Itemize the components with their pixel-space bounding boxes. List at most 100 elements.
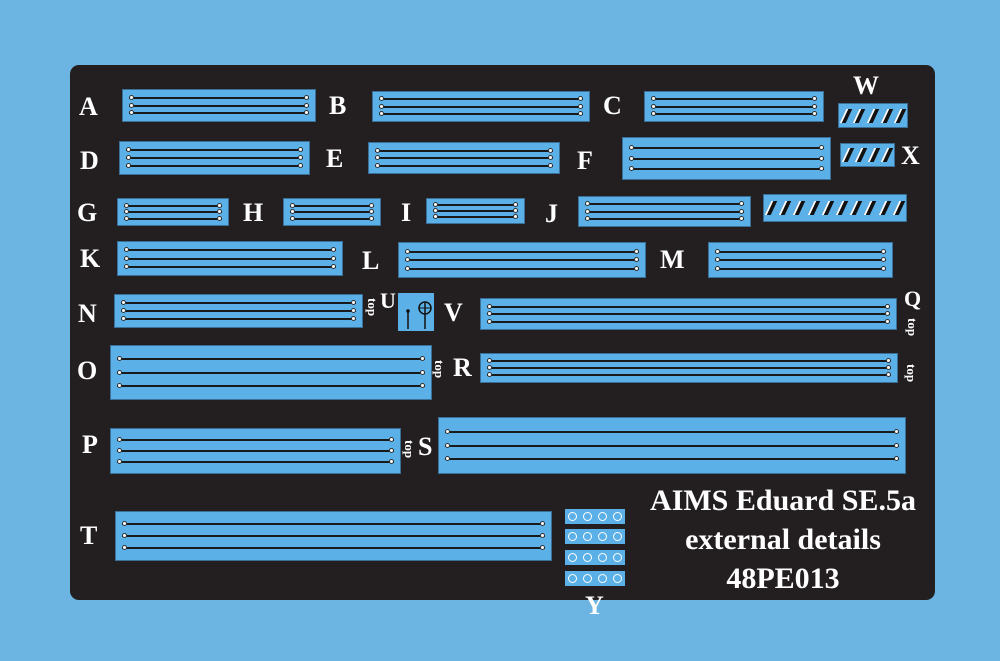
label-t: T	[80, 521, 98, 550]
wire-line	[290, 215, 374, 221]
top-mark-q: top	[905, 318, 920, 337]
label-x: X	[901, 141, 920, 170]
label-u: U	[380, 288, 396, 313]
wire-line	[405, 257, 639, 262]
wire-line	[585, 215, 744, 221]
label-d: D	[80, 146, 99, 175]
part-a	[122, 89, 316, 122]
wire-line	[629, 145, 824, 151]
part-l	[398, 242, 646, 278]
wire-line	[129, 94, 309, 100]
wire-line	[126, 155, 303, 160]
wire-line	[375, 147, 553, 153]
part-x	[840, 143, 895, 167]
gunsight-icon	[406, 301, 432, 329]
top-mark-o: top	[432, 360, 447, 379]
wire-line	[651, 103, 817, 109]
wire-line	[117, 448, 394, 453]
wire-line	[651, 110, 817, 116]
wire-line	[433, 214, 518, 219]
part-h	[283, 198, 381, 226]
wire-line	[487, 318, 890, 324]
label-l: L	[362, 246, 380, 275]
wire-line	[129, 110, 309, 116]
part-y-4	[565, 571, 625, 586]
part-r	[480, 353, 898, 383]
wire-line	[121, 316, 356, 321]
label-v: V	[444, 298, 463, 327]
part-j	[578, 196, 751, 227]
part-v	[480, 298, 897, 330]
wire-line	[585, 201, 744, 207]
part-o	[110, 345, 432, 400]
wire-line	[487, 303, 890, 309]
wire-line	[715, 257, 886, 262]
wire-line	[124, 247, 336, 253]
wire-line	[117, 369, 425, 375]
wire-line	[379, 103, 583, 109]
part-y-3	[565, 550, 625, 565]
wire-line	[445, 456, 899, 462]
wire-line	[715, 265, 886, 271]
part-k	[117, 241, 343, 276]
label-q: Q	[904, 286, 922, 311]
part-f	[622, 137, 831, 180]
wire-line	[405, 265, 639, 271]
part-s	[438, 417, 906, 474]
part-u	[398, 293, 434, 331]
part-w	[838, 103, 908, 128]
part-t	[115, 511, 552, 561]
wire-line	[375, 162, 553, 168]
label-e: E	[326, 144, 344, 173]
part-c	[644, 91, 824, 122]
wire-line	[124, 209, 222, 214]
wire-line	[126, 163, 303, 168]
part-e	[368, 142, 560, 174]
part-i	[426, 198, 525, 224]
wire-line	[124, 255, 336, 261]
wire-line	[651, 96, 817, 102]
label-s: S	[418, 432, 433, 461]
wire-line	[117, 437, 394, 442]
label-y: Y	[585, 591, 604, 620]
wire-line	[290, 209, 374, 214]
wire-line	[445, 442, 899, 448]
label-g: G	[77, 198, 98, 227]
fret-code: 48PE013	[726, 562, 840, 595]
label-f: F	[577, 146, 593, 175]
wire-line	[124, 263, 336, 269]
wire-line	[121, 300, 356, 305]
part-ratchet	[763, 194, 907, 222]
wire-line	[117, 382, 425, 388]
part-d	[119, 141, 310, 175]
wire-line	[117, 459, 394, 464]
part-p	[110, 428, 401, 474]
part-b	[372, 91, 590, 122]
wire-line	[122, 521, 545, 526]
wire-line	[585, 208, 744, 214]
wire-line	[433, 202, 518, 207]
wire-line	[379, 96, 583, 102]
label-k: K	[80, 244, 101, 273]
wire-line	[487, 311, 890, 316]
wire-line	[445, 428, 899, 434]
wire-line	[487, 365, 891, 370]
part-m	[708, 242, 893, 278]
wire-line	[375, 155, 553, 160]
top-mark-n: top	[365, 298, 380, 317]
part-n	[114, 294, 363, 328]
wire-line	[629, 155, 824, 161]
label-w: W	[853, 71, 879, 100]
label-p: P	[82, 430, 98, 459]
wire-line	[124, 202, 222, 208]
label-a: A	[79, 92, 98, 121]
label-i: I	[401, 198, 412, 227]
wire-line	[122, 533, 545, 538]
wire-line	[129, 102, 309, 108]
wire-line	[379, 110, 583, 116]
wire-line	[121, 308, 356, 313]
wire-line	[290, 202, 374, 208]
wire-line	[124, 215, 222, 221]
wire-line	[715, 248, 886, 254]
top-mark-p: top	[402, 440, 417, 459]
